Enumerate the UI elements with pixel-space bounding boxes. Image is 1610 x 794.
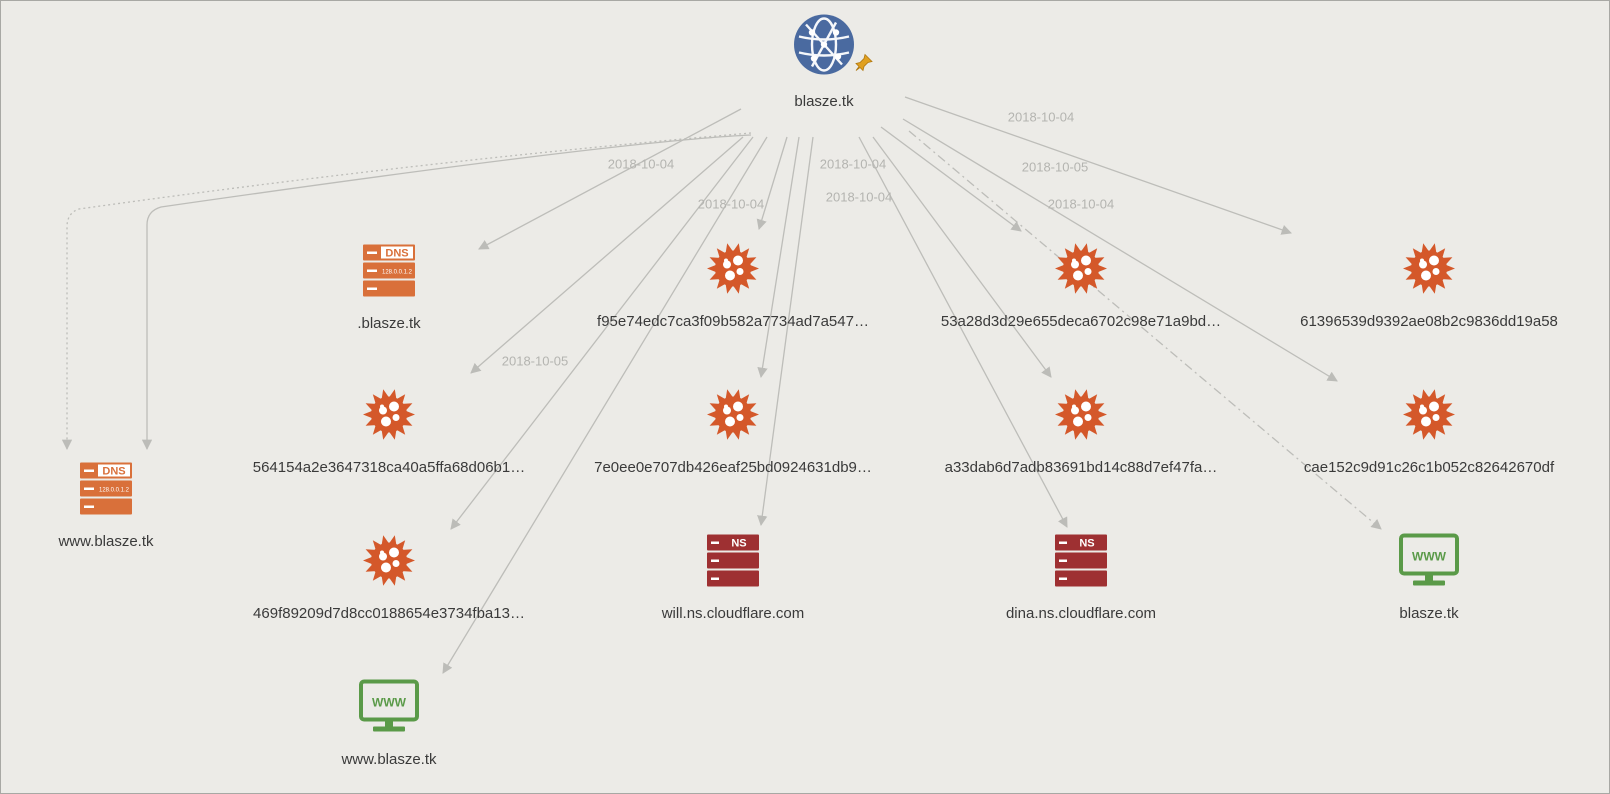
- svg-text:NS: NS: [1079, 538, 1094, 550]
- edge-root-h2[interactable]: [880, 126, 1022, 232]
- edge-root-h5[interactable]: [757, 136, 800, 379]
- node-label[interactable]: blasze.tk: [1399, 605, 1459, 622]
- website-icon[interactable]: WWW: [1398, 533, 1460, 594]
- node-label[interactable]: 469f89209d7d8cc0188654e3734fba13…: [253, 605, 525, 622]
- node-label[interactable]: 7e0ee0e707db426eaf25bd0924631db9…: [594, 459, 872, 476]
- edge-root-w2[interactable]: [442, 136, 768, 674]
- edge-root-dns1[interactable]: [478, 108, 742, 250]
- edge-root-ns1[interactable]: [757, 136, 814, 527]
- edge-date-label: 2018-10-05: [501, 353, 569, 369]
- root-label[interactable]: blasze.tk: [794, 93, 854, 110]
- svg-text:128.0.0.1.2: 128.0.0.1.2: [382, 270, 413, 276]
- malware-icon[interactable]: [1401, 387, 1457, 448]
- node-label[interactable]: www.blasze.tk: [58, 533, 154, 550]
- node-label[interactable]: 61396539d9392ae08b2c9836dd19a58: [1300, 313, 1558, 330]
- malware-icon[interactable]: [361, 533, 417, 594]
- svg-text:WWW: WWW: [1412, 550, 1447, 564]
- edge-date-label: 2018-10-04: [825, 189, 893, 205]
- nameserver-icon[interactable]: NS: [705, 533, 761, 594]
- svg-text:NS: NS: [731, 538, 746, 550]
- node-label[interactable]: 564154a2e3647318ca40a5ffa68d06b1…: [252, 459, 526, 476]
- node-label[interactable]: cae152c9d91c26c1b052c82642670df: [1303, 459, 1555, 476]
- edge-root-dns2-dotted[interactable]: [61, 132, 752, 451]
- node-label[interactable]: www.blasze.tk: [341, 751, 437, 768]
- edge-date-label: 2018-10-04: [819, 156, 887, 172]
- malware-icon[interactable]: [705, 387, 761, 448]
- edge-root-h1[interactable]: [756, 136, 788, 230]
- node-label[interactable]: will.ns.cloudflare.com: [661, 605, 805, 622]
- edge-root-w1[interactable]: [908, 130, 1382, 530]
- globe-icon[interactable]: [792, 13, 856, 82]
- edge-date-label: 2018-10-05: [1021, 159, 1089, 175]
- dns-record-icon[interactable]: DNS 128.0.0.1.2: [361, 243, 417, 304]
- node-label[interactable]: .blasze.tk: [357, 315, 421, 332]
- edge-root-h4[interactable]: [470, 136, 744, 374]
- nameserver-icon[interactable]: NS: [1053, 533, 1109, 594]
- svg-text:128.0.0.1.2: 128.0.0.1.2: [99, 488, 130, 494]
- node-label[interactable]: f95e74edc7ca3f09b582a7734ad7a547…: [597, 313, 869, 330]
- edge-date-label: 2018-10-04: [607, 156, 675, 172]
- edge-root-h3[interactable]: [904, 96, 1292, 235]
- svg-text:WWW: WWW: [372, 696, 407, 710]
- edge-root-h8[interactable]: [450, 136, 754, 530]
- edge-root-h6[interactable]: [872, 136, 1052, 378]
- svg-text:DNS: DNS: [385, 248, 408, 260]
- node-label[interactable]: a33dab6d7adb83691bd14c88d7ef47fa…: [944, 459, 1218, 476]
- malware-icon[interactable]: [705, 241, 761, 302]
- malware-icon[interactable]: [1401, 241, 1457, 302]
- malware-icon[interactable]: [361, 387, 417, 448]
- node-label[interactable]: dina.ns.cloudflare.com: [1005, 605, 1157, 622]
- dns-record-icon[interactable]: DNS 128.0.0.1.2: [78, 461, 134, 522]
- edge-root-dns2[interactable]: [141, 134, 752, 451]
- malware-icon[interactable]: [1053, 387, 1109, 448]
- pin-icon[interactable]: [855, 53, 873, 77]
- node-label[interactable]: 53a28d3d29e655deca6702c98e71a9bd…: [940, 313, 1222, 330]
- svg-text:DNS: DNS: [102, 466, 125, 478]
- edge-date-label: 2018-10-04: [1047, 196, 1115, 212]
- website-icon[interactable]: WWW: [358, 679, 420, 740]
- malware-icon[interactable]: [1053, 241, 1109, 302]
- edge-date-label: 2018-10-04: [1007, 109, 1075, 125]
- edge-root-ns2[interactable]: [858, 136, 1068, 528]
- edge-date-label: 2018-10-04: [697, 196, 765, 212]
- edge-root-h7[interactable]: [902, 118, 1338, 382]
